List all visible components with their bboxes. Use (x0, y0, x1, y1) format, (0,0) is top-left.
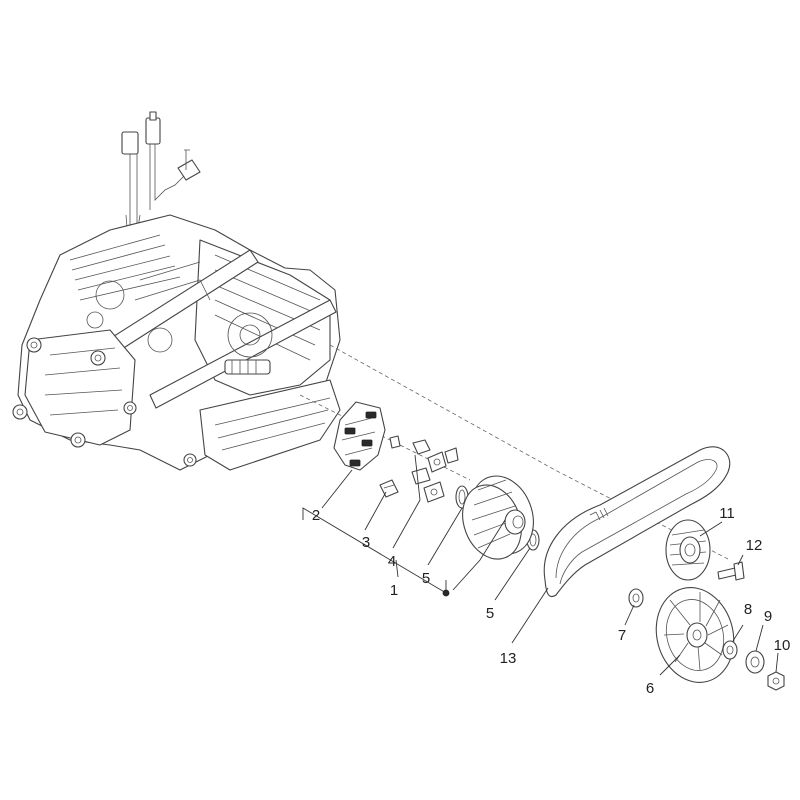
nut (767, 671, 785, 691)
callout-5-outer: 5 (486, 605, 494, 622)
drive-belt (543, 446, 731, 598)
bolt (717, 561, 745, 581)
fan-pulley (655, 587, 735, 683)
washer (628, 588, 644, 608)
callout-7: 7 (618, 627, 626, 644)
callout-3: 3 (362, 534, 370, 551)
engine-block (12, 111, 341, 471)
callout-10: 10 (774, 637, 791, 654)
callout-13: 13 (500, 650, 517, 667)
back-plate (333, 401, 386, 471)
callout-1: 1 (390, 582, 398, 599)
callout-6: 6 (646, 680, 654, 697)
callout-9: 9 (764, 608, 772, 625)
roller-weights (411, 439, 459, 503)
leader-lines (302, 454, 779, 676)
spacer-washer (722, 640, 738, 660)
callout-4: 4 (388, 553, 396, 570)
callout-5-inner: 5 (422, 570, 430, 587)
driven-pulley (665, 519, 711, 581)
belleville-washer (745, 650, 765, 674)
slider-blocks (379, 435, 401, 498)
variator-pulley (462, 475, 534, 560)
callout-8: 8 (744, 601, 752, 618)
callout-11: 11 (719, 505, 735, 522)
callout-2: 2 (312, 507, 320, 524)
callout-labels: 1 2 3 4 5 5 6 7 8 9 10 11 12 13 (312, 505, 791, 697)
callout-12: 12 (746, 537, 763, 554)
